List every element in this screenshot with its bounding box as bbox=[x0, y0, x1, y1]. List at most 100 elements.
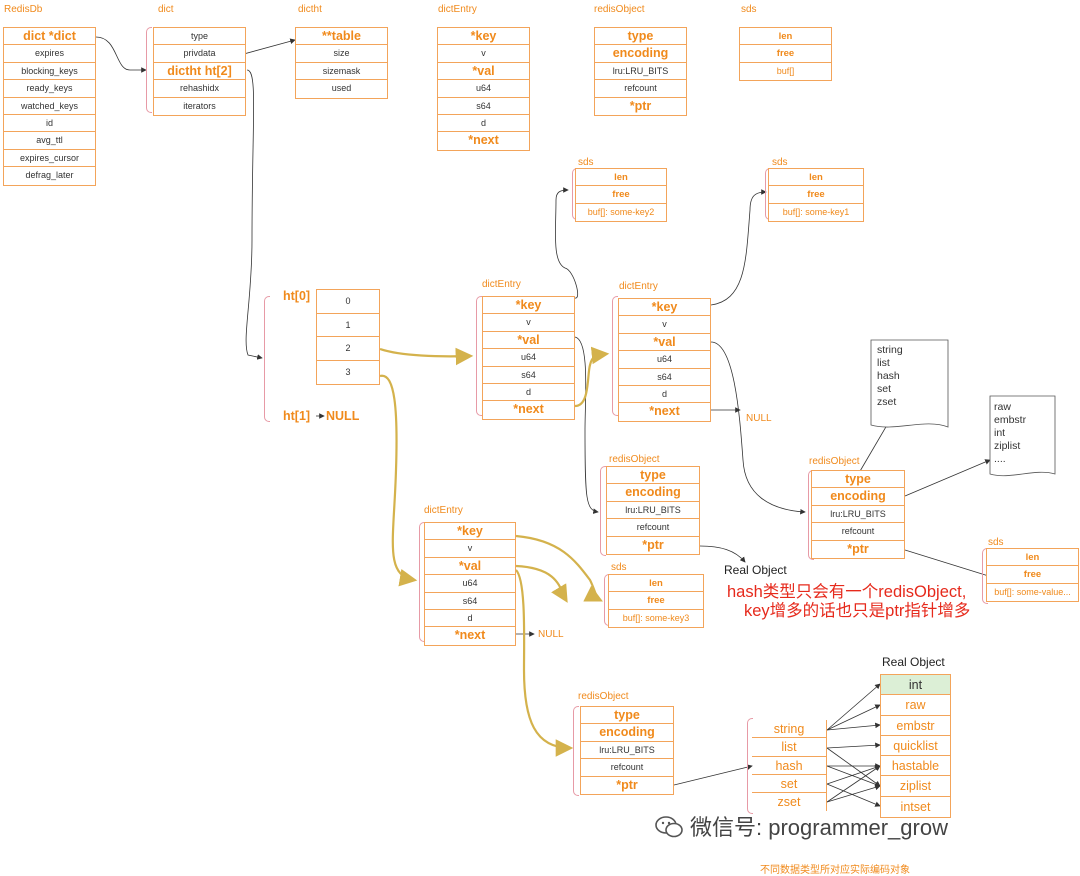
encoding-item: quicklist bbox=[881, 736, 950, 757]
sds-top-table: len free buf[] bbox=[739, 27, 832, 82]
entry-field: u64 bbox=[425, 575, 515, 593]
sds-key3-brace bbox=[604, 574, 610, 626]
entry-field: *key bbox=[425, 523, 515, 541]
caption-redisobject-a: redisObject bbox=[609, 454, 660, 465]
obj-a-brace bbox=[600, 466, 606, 556]
obj-c-brace bbox=[573, 706, 579, 796]
link-entrya-val bbox=[574, 336, 599, 514]
entry-field: *key bbox=[619, 299, 710, 317]
ht-brace bbox=[264, 296, 270, 422]
type-note: string list hash set zset bbox=[877, 344, 903, 408]
sds-field: len bbox=[609, 575, 703, 593]
sds-key3-table: len free buf[]: some-key3 bbox=[608, 574, 704, 629]
link-obja-ptr bbox=[699, 545, 746, 563]
object-field: *ptr bbox=[629, 98, 652, 113]
entry-b-next-null: NULL bbox=[746, 413, 772, 424]
caption-sds: sds bbox=[741, 4, 757, 15]
encoding-list: int raw embstr quicklist hastable ziplis… bbox=[880, 674, 951, 819]
entry-field: *next bbox=[454, 628, 486, 643]
object-field: refcount bbox=[581, 759, 673, 777]
redisdb-field: ready_keys bbox=[4, 80, 95, 98]
entry-field: *next bbox=[513, 402, 544, 417]
redisdb-table: dict *dict expires blocking_keys ready_k… bbox=[3, 27, 96, 186]
link-ht-to-ht0 bbox=[245, 69, 263, 360]
ht0-bucket-array: 0 1 2 3 bbox=[316, 289, 380, 385]
real-object-label: Real Object bbox=[724, 563, 787, 577]
remark-line-1: hash类型只会有一个redisObject, bbox=[727, 583, 967, 601]
entry-field: *next bbox=[649, 404, 680, 419]
entry-field: d bbox=[619, 386, 710, 404]
link-entryc-key bbox=[515, 534, 603, 602]
object-field: *ptr bbox=[847, 541, 869, 556]
link-objb-enc bbox=[904, 459, 991, 497]
object-field: lru:LRU_BITS bbox=[607, 502, 699, 520]
caption-dictentry-b: dictEntry bbox=[619, 281, 658, 292]
sds-field: free bbox=[609, 592, 703, 610]
entry-a-brace bbox=[476, 296, 482, 416]
entry-field: u64 bbox=[483, 349, 574, 367]
sds-field: buf[] bbox=[776, 65, 795, 76]
sds-field: buf[]: some-key1 bbox=[782, 206, 850, 217]
entry-field: *key bbox=[438, 28, 529, 46]
dictentry-top-table: *key v *val u64 s64 d *next bbox=[437, 27, 530, 151]
bucket-slot: 1 bbox=[317, 314, 379, 337]
object-field: refcount bbox=[812, 523, 904, 541]
dictht-field: **table bbox=[296, 28, 387, 46]
sds-field: len bbox=[987, 549, 1078, 567]
caption-redisdb: RedisDb bbox=[4, 4, 43, 15]
entry-b-brace bbox=[612, 296, 618, 416]
caption-dictht: dictht bbox=[298, 4, 322, 15]
caption-dictentry-c: dictEntry bbox=[424, 505, 463, 516]
object-field: type bbox=[607, 467, 699, 485]
link-objc-ptr bbox=[673, 764, 753, 786]
sds-field: free bbox=[987, 566, 1078, 584]
entry-field: *next bbox=[468, 133, 499, 148]
object-field: type bbox=[595, 28, 686, 46]
object-field: type bbox=[812, 471, 904, 489]
redisobject-c-table: type encoding lru:LRU_BITS refcount *ptr bbox=[580, 706, 674, 795]
link-dict-to-dictobj bbox=[95, 36, 147, 73]
encoding-note: raw embstr int ziplist .... bbox=[994, 401, 1027, 465]
sds-key1-table: len free buf[]: some-key1 bbox=[768, 168, 864, 223]
type-item: list bbox=[752, 738, 826, 757]
link-entryb-val bbox=[710, 341, 806, 515]
encoding-item: int bbox=[881, 675, 950, 696]
bucket-slot: 2 bbox=[317, 337, 379, 361]
dict-brace bbox=[146, 27, 152, 113]
footer-caption: 不同数据类型所对应实际编码对象 bbox=[760, 865, 910, 876]
redisdb-field: blocking_keys bbox=[4, 63, 95, 81]
caption-sds-key2: sds bbox=[578, 157, 594, 168]
dictentry-b-table: *key v *val u64 s64 d *next bbox=[618, 298, 711, 422]
sds-field: buf[]: some-key2 bbox=[587, 206, 655, 217]
sds-value-table: len free buf[]: some-value... bbox=[986, 548, 1079, 603]
dict-field: iterators bbox=[183, 100, 216, 111]
wechat-icon bbox=[655, 816, 683, 838]
object-field: encoding bbox=[812, 488, 904, 506]
link-entryc-val bbox=[515, 564, 568, 603]
real-object-heading: Real Object bbox=[882, 655, 945, 669]
sds-field: buf[]: some-value... bbox=[994, 586, 1071, 597]
entry-field: s64 bbox=[438, 98, 529, 115]
redisdb-field: expires bbox=[4, 45, 95, 63]
redisobject-top-table: type encoding lru:LRU_BITS refcount *ptr bbox=[594, 27, 687, 116]
redisdb-field: watched_keys bbox=[4, 98, 95, 115]
ht1-label: ht[1] bbox=[283, 409, 311, 423]
redisdb-field: defrag_later bbox=[25, 170, 74, 181]
link-entryb-key bbox=[710, 189, 767, 306]
entry-field: *key bbox=[483, 297, 574, 315]
caption-redisobject-b: redisObject bbox=[809, 456, 860, 467]
object-field: type bbox=[581, 707, 673, 725]
encoding-item: ziplist bbox=[881, 776, 950, 797]
dict-field: privdata bbox=[154, 45, 245, 63]
dictht-field: used bbox=[331, 83, 352, 94]
bucket-slot: 3 bbox=[345, 366, 351, 377]
caption-dictentry: dictEntry bbox=[438, 4, 477, 15]
dict-field: dictht ht[2] bbox=[154, 63, 245, 81]
entry-field: u64 bbox=[438, 80, 529, 98]
wechat-watermark: 微信号: programmer_grow bbox=[654, 810, 948, 842]
redisobject-b-table: type encoding lru:LRU_BITS refcount *ptr bbox=[811, 470, 905, 559]
dictht-table: **table size sizemask used bbox=[295, 27, 388, 99]
caption-sds-key3: sds bbox=[611, 562, 627, 573]
encoding-item: hastable bbox=[881, 756, 950, 777]
redisdb-field: dict *dict bbox=[4, 28, 95, 46]
